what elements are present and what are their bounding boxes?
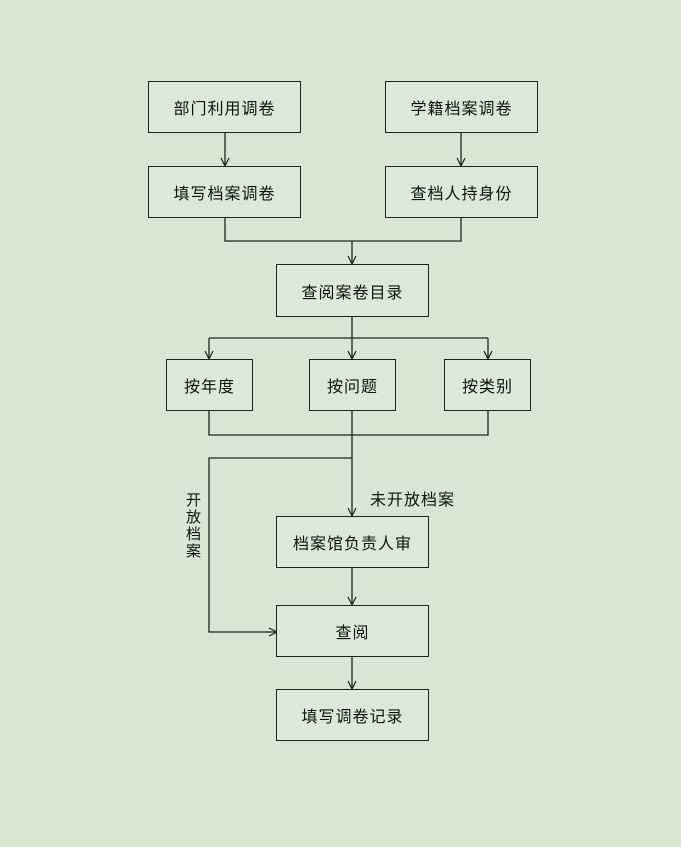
edge-label-open: 开放档案 [184, 492, 202, 560]
edge-label-not-open: 未开放档案 [370, 490, 456, 509]
node-student-record-request: 学籍档案调卷 [385, 81, 538, 133]
node-catalog: 查阅案卷目录 [276, 264, 429, 317]
edge-merge-top [224, 218, 462, 242]
node-label: 学籍档案调卷 [410, 99, 513, 118]
edge-merge-bottom [208, 411, 489, 436]
node-label: 按年度 [183, 377, 235, 396]
node-label: 查档人持身份 [410, 184, 513, 203]
node-dept-request: 部门利用调卷 [148, 81, 301, 133]
node-label: 部门利用调卷 [173, 99, 276, 118]
node-label: 查阅 [335, 623, 370, 642]
node-id-card: 查档人持身份 [385, 166, 538, 218]
node-by-issue: 按问题 [309, 359, 396, 411]
node-by-category: 按类别 [444, 359, 531, 411]
edge-open-branch [208, 457, 352, 632]
node-label: 按问题 [326, 377, 378, 396]
node-label: 填写档案调卷 [173, 184, 276, 203]
node-approval: 档案馆负责人审 [276, 516, 429, 568]
node-review: 查阅 [276, 605, 429, 657]
node-fill-form: 填写档案调卷 [148, 166, 301, 218]
node-label: 查阅案卷目录 [301, 282, 404, 302]
node-label: 填写调卷记录 [301, 707, 404, 726]
node-record: 填写调卷记录 [276, 689, 429, 741]
node-by-year: 按年度 [166, 359, 253, 411]
node-label: 档案馆负责人审 [292, 534, 412, 553]
node-label: 按类别 [461, 377, 513, 396]
